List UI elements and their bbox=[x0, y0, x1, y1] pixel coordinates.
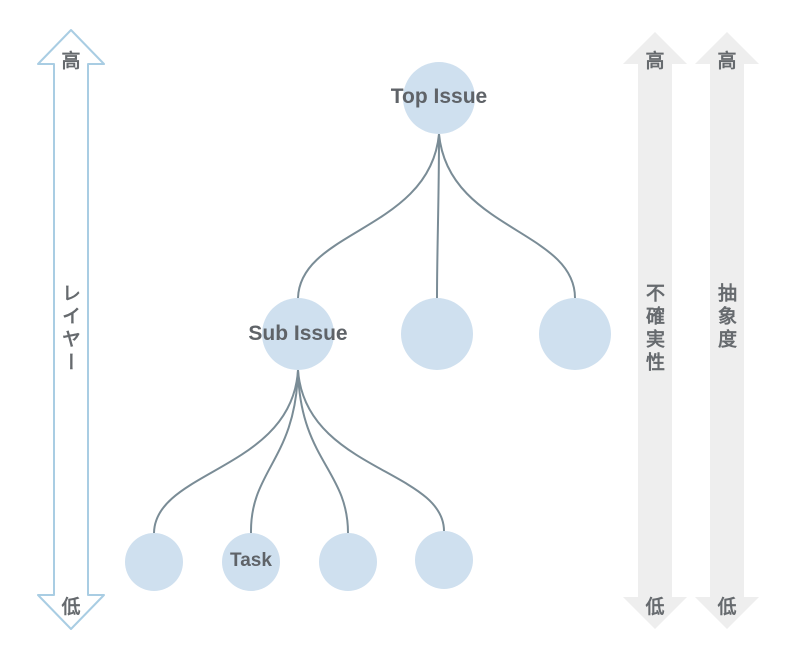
edge-top-mid bbox=[436, 133, 440, 299]
uncertainty-axis-label: 不確実性 bbox=[643, 283, 665, 375]
issue-node-middle bbox=[401, 298, 473, 370]
leaf-node-4 bbox=[415, 531, 473, 589]
sub-issue-label: Sub Issue bbox=[248, 322, 348, 345]
edge-top-right bbox=[438, 133, 576, 299]
top-issue-node bbox=[403, 62, 475, 134]
edge-sub-leaf3 bbox=[297, 369, 349, 534]
layer-axis-label: レイヤー bbox=[59, 283, 81, 375]
abstraction-double-arrow bbox=[695, 32, 759, 629]
sub-issue-node bbox=[262, 298, 334, 370]
abstraction-axis-label: 抽象度 bbox=[715, 283, 737, 352]
edge-sub-leaf4 bbox=[297, 369, 445, 532]
layer-high-label: 高 bbox=[61, 50, 81, 72]
leaf-node-1 bbox=[125, 533, 183, 591]
uncertainty-low-label: 低 bbox=[645, 596, 665, 618]
top-issue-label: Top Issue bbox=[390, 85, 488, 108]
abstraction-low-label: 低 bbox=[717, 596, 737, 618]
leaf-node-3 bbox=[319, 533, 377, 591]
task-node bbox=[222, 533, 280, 591]
layer-low-label: 低 bbox=[61, 596, 81, 618]
task-label: Task bbox=[230, 550, 272, 571]
uncertainty-high-label: 高 bbox=[645, 50, 665, 72]
uncertainty-double-arrow bbox=[623, 32, 687, 629]
issue-node-right bbox=[539, 298, 611, 370]
edge-sub-task bbox=[249, 369, 299, 534]
layer-double-arrow bbox=[37, 29, 105, 630]
edge-top-sub bbox=[297, 133, 440, 299]
abstraction-high-label: 高 bbox=[717, 50, 737, 72]
edge-sub-leaf1 bbox=[153, 369, 299, 534]
